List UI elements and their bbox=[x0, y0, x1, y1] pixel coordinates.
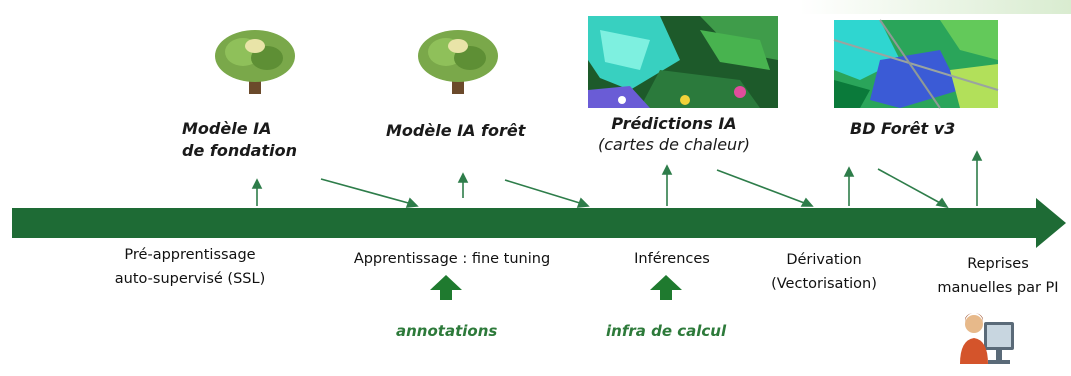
input-arrows bbox=[430, 275, 682, 300]
step-derivation-line2: (Vectorisation) bbox=[771, 276, 877, 292]
output-foundation-model: Modèle IA de fondation bbox=[182, 118, 297, 162]
input-compute-label: infra de calcul bbox=[606, 322, 727, 340]
person-computer-icon bbox=[960, 313, 1014, 364]
step-pretraining-line2: auto-supervisé (SSL) bbox=[114, 271, 266, 287]
heatmap-map-icon bbox=[588, 16, 778, 108]
step-manual-review: Reprises manuelles par PI bbox=[928, 252, 1068, 300]
annotations-input-arrow bbox=[430, 275, 462, 300]
output-bd-foret: BD Forêt v3 bbox=[850, 118, 955, 140]
tree-icon bbox=[215, 30, 295, 94]
output-predictions: Prédictions IA (cartes de chaleur) bbox=[584, 113, 764, 154]
step-inference-line1: Inférences bbox=[634, 251, 710, 267]
step-derivation: Dérivation (Vectorisation) bbox=[752, 248, 896, 296]
corner-decoration bbox=[800, 0, 1071, 14]
step-pretraining-line1: Pré-apprentissage bbox=[124, 247, 256, 263]
step-manual-review-line2: manuelles par PI bbox=[937, 280, 1059, 296]
output-predictions-line2: (cartes de chaleur) bbox=[597, 135, 751, 154]
output-forest-model-line1: Modèle IA forêt bbox=[386, 121, 526, 140]
up-arrows bbox=[251, 150, 983, 206]
output-predictions-line1: Prédictions IA bbox=[611, 114, 737, 133]
step-finetuning: Apprentissage : fine tuning bbox=[322, 247, 582, 271]
output-bd-foret-line1: BD Forêt v3 bbox=[850, 119, 956, 138]
input-annotations-label: annotations bbox=[396, 322, 498, 340]
timeline-arrow bbox=[12, 198, 1066, 248]
compute-input-arrow bbox=[650, 275, 682, 300]
step-pretraining: Pré-apprentissage auto-supervisé (SSL) bbox=[90, 243, 290, 291]
step-finetuning-line1: Apprentissage : fine tuning bbox=[353, 251, 551, 267]
step-derivation-line1: Dérivation bbox=[786, 252, 862, 268]
step-manual-review-line1: Reprises bbox=[967, 256, 1029, 272]
step-inference: Inférences bbox=[612, 247, 732, 271]
forest-map-icon bbox=[833, 19, 999, 109]
tree-icon bbox=[418, 30, 498, 94]
output-foundation-line1: Modèle IA bbox=[182, 119, 272, 138]
output-foundation-line2: de fondation bbox=[182, 141, 297, 160]
output-forest-model: Modèle IA forêt bbox=[386, 120, 525, 142]
diagonal-arrows bbox=[320, 168, 949, 209]
